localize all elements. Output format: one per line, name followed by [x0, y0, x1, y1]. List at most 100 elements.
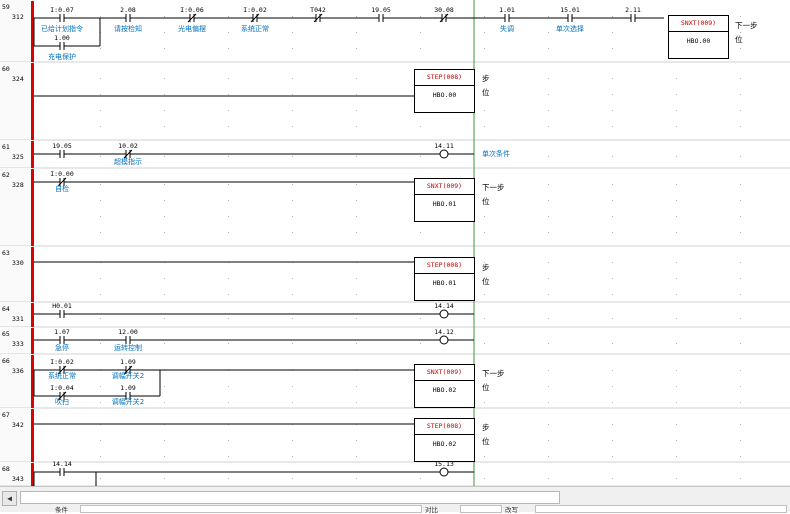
left-power-rail	[31, 169, 34, 246]
grid-dot	[612, 294, 613, 295]
instruction-name: SNXT(009)	[415, 365, 474, 381]
grid-dot	[420, 156, 421, 157]
grid-dot	[612, 318, 613, 319]
grid-dot	[484, 370, 485, 371]
contact-address: I:0.07	[50, 6, 74, 14]
rung-gutter	[0, 62, 32, 140]
status-field-compare	[460, 505, 502, 513]
grid-dot	[548, 32, 549, 33]
grid-dot	[228, 278, 229, 279]
grid-dot	[164, 126, 165, 127]
grid-dot	[356, 343, 357, 344]
rung-gutter	[0, 246, 32, 302]
grid-dot	[292, 32, 293, 33]
output-coil[interactable]	[439, 335, 449, 345]
snxt-instruction-box[interactable]: SNXT(009)HBO.00	[668, 15, 729, 59]
output-coil[interactable]	[439, 149, 449, 159]
scroll-thumb[interactable]	[20, 491, 560, 504]
grid-dot	[484, 126, 485, 127]
grid-dot	[356, 48, 357, 49]
grid-dot	[228, 386, 229, 387]
grid-dot	[484, 424, 485, 425]
grid-dot	[740, 32, 741, 33]
contact-gap	[379, 14, 383, 22]
grid-dot	[228, 343, 229, 344]
coil-address: 14.12	[434, 328, 454, 336]
grid-dot	[292, 343, 293, 344]
grid-dot	[612, 200, 613, 201]
side-comment: 步	[482, 263, 490, 272]
snxt-instruction-box[interactable]: SNXT(009)HBO.02	[414, 364, 475, 408]
grid-dot	[356, 294, 357, 295]
contact-comment: 充电保护	[48, 53, 76, 61]
snxt-instruction-box[interactable]: SNXT(009)HBO.01	[414, 178, 475, 222]
grid-dot	[228, 478, 229, 479]
contact-slash	[187, 13, 197, 23]
grid-dot	[484, 16, 485, 17]
ladder-lines	[0, 0, 790, 486]
grid-dot	[164, 156, 165, 157]
grid-dot	[292, 200, 293, 201]
grid-dot	[548, 370, 549, 371]
grid-dot	[484, 48, 485, 49]
grid-dot	[548, 94, 549, 95]
grid-dot	[548, 262, 549, 263]
step-number: 312	[12, 13, 24, 21]
contact-comment: 已给计划指令	[41, 25, 83, 33]
instruction-name: SNXT(009)	[415, 179, 474, 195]
contact-comment: 单次选择	[556, 25, 584, 33]
grid-dot	[548, 126, 549, 127]
contact-gap	[60, 310, 64, 318]
grid-dot	[100, 456, 101, 457]
grid-dot	[292, 440, 293, 441]
grid-dot	[100, 78, 101, 79]
grid-dot	[100, 184, 101, 185]
contact-gap	[60, 468, 64, 476]
grid-dot	[612, 110, 613, 111]
contact-gap	[126, 14, 130, 22]
step-instruction-box[interactable]: STEP(008)HBO.02	[414, 418, 475, 462]
grid-dot	[356, 184, 357, 185]
grid-dot	[740, 386, 741, 387]
horizontal-scrollbar[interactable]: ◀	[2, 489, 562, 506]
grid-dot	[356, 78, 357, 79]
contact-slash	[123, 365, 133, 375]
side-comment: 步	[482, 74, 490, 83]
grid-dot	[356, 110, 357, 111]
grid-dot	[484, 262, 485, 263]
grid-dot	[548, 456, 549, 457]
rung-gutter	[0, 168, 32, 246]
rung-gutter	[0, 302, 32, 327]
grid-dot	[100, 478, 101, 479]
output-coil[interactable]	[439, 467, 449, 477]
coil-comment: 单次条件	[482, 150, 510, 158]
grid-dot	[612, 126, 613, 127]
grid-dot	[548, 110, 549, 111]
status-bar: ◀ 条件 对比 改写	[0, 486, 790, 514]
grid-dot	[164, 294, 165, 295]
grid-dot	[676, 200, 677, 201]
step-instruction-box[interactable]: STEP(008)HBO.01	[414, 257, 475, 301]
grid-dot	[548, 478, 549, 479]
grid-dot	[676, 78, 677, 79]
grid-dot	[164, 343, 165, 344]
grid-dot	[548, 156, 549, 157]
step-instruction-box[interactable]: STEP(008)HBO.00	[414, 69, 475, 113]
side-comment: 下一步	[482, 183, 505, 192]
left-power-rail	[31, 141, 34, 168]
grid-dot	[548, 440, 549, 441]
grid-dot	[100, 440, 101, 441]
contact-slash	[123, 149, 133, 159]
grid-dot	[612, 478, 613, 479]
contact-address: 1.00	[54, 34, 70, 42]
rung-number: 66	[2, 357, 10, 365]
contact-gap	[126, 392, 130, 400]
grid-dot	[228, 456, 229, 457]
triangle-left-icon[interactable]: ◀	[2, 491, 17, 506]
grid-dot	[676, 232, 677, 233]
grid-dot	[420, 318, 421, 319]
output-coil[interactable]	[439, 309, 449, 319]
grid-dot	[740, 262, 741, 263]
grid-dot	[356, 126, 357, 127]
